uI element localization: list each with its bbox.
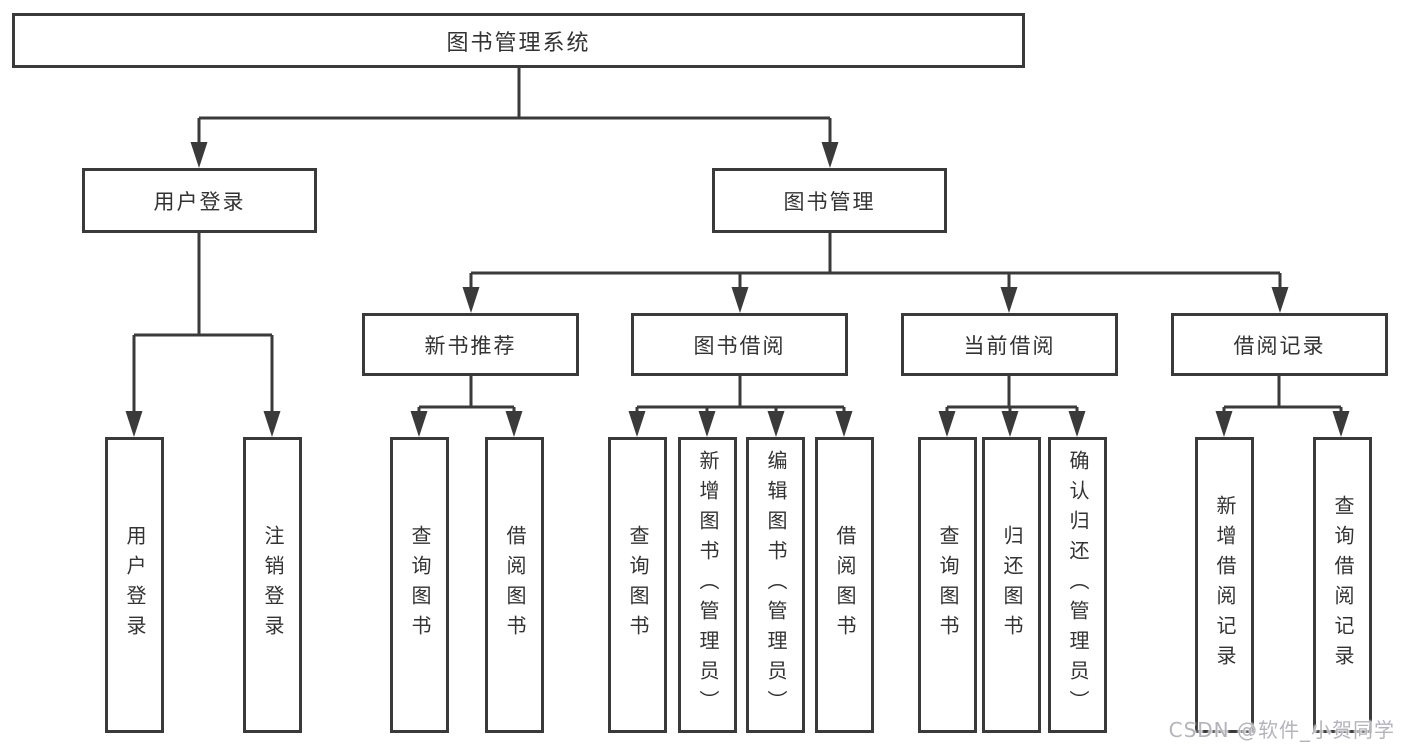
node-book-management: 图书管理: [712, 168, 947, 233]
leaf-borrow-books-recommend: 借阅图书: [485, 437, 544, 733]
leaf-label: 借阅图书: [833, 525, 857, 645]
node-new-book-recommendation: 新书推荐: [362, 313, 579, 376]
leaf-label: 借阅图书: [503, 525, 527, 645]
leaf-label: 注销登录: [261, 525, 285, 645]
leaf-edit-book-admin: 编辑图书（管理员）: [746, 437, 805, 733]
node-current-borrowing: 当前借阅: [901, 313, 1118, 376]
leaf-label: 编辑图书（管理员）: [764, 450, 788, 720]
leaf-query-books-current: 查询图书: [918, 437, 977, 733]
node-label: 图书管理系统: [446, 30, 591, 56]
connector-paths: [132, 68, 1343, 415]
node-label: 图书管理: [783, 189, 876, 214]
leaf-label: 归还图书: [1000, 525, 1024, 645]
leaf-user-login: 用户登录: [105, 437, 164, 733]
leaf-confirm-return-admin: 确认归还（管理员）: [1048, 437, 1107, 733]
leaf-label: 查询借阅记录: [1331, 495, 1355, 675]
node-label: 当前借阅: [963, 333, 1056, 358]
node-label: 借阅记录: [1233, 333, 1326, 358]
leaf-add-book-admin: 新增图书（管理员）: [678, 437, 737, 733]
leaf-query-borrow-record: 查询借阅记录: [1313, 437, 1372, 733]
leaf-add-borrow-record: 新增借阅记录: [1195, 437, 1254, 733]
node-library-management-system: 图书管理系统: [12, 13, 1025, 68]
csdn-watermark: CSDN @软件_小贺同学: [1168, 718, 1395, 742]
node-borrowing-records: 借阅记录: [1171, 313, 1388, 376]
leaf-return-books: 归还图书: [982, 437, 1041, 733]
node-user-login: 用户登录: [82, 168, 317, 233]
leaf-logout: 注销登录: [243, 437, 302, 733]
arrowheads: [125, 142, 1350, 437]
node-label: 图书借阅: [693, 333, 786, 358]
leaf-label: 用户登录: [123, 525, 147, 645]
leaf-label: 查询图书: [936, 525, 960, 645]
leaf-label: 查询图书: [408, 525, 432, 645]
leaf-query-books-borrowing: 查询图书: [608, 437, 667, 733]
leaf-label: 查询图书: [626, 525, 650, 645]
leaf-borrow-books-borrowing: 借阅图书: [815, 437, 874, 733]
node-label: 用户登录: [153, 189, 246, 214]
leaf-label: 确认归还（管理员）: [1066, 450, 1090, 720]
leaf-label: 新增图书（管理员）: [696, 450, 720, 720]
leaf-label: 新增借阅记录: [1213, 495, 1237, 675]
leaf-query-books-recommend: 查询图书: [390, 437, 449, 733]
node-book-borrowing: 图书借阅: [631, 313, 848, 376]
node-label: 新书推荐: [424, 333, 517, 358]
